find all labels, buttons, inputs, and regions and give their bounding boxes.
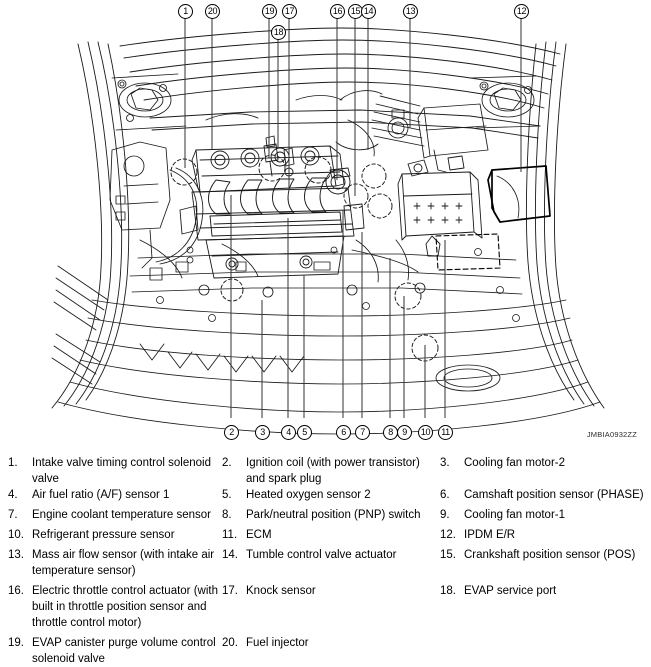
legend-item-4: 4. Air fuel ratio (A/F) sensor 1: [8, 487, 220, 503]
legend-item-6: 6. Camshaft position sensor (PHASE): [440, 487, 651, 503]
ipdm-er-box: [487, 165, 551, 223]
legend-description: Ignition coil (with power transistor) an…: [246, 457, 420, 485]
callout-9[interactable]: 9: [397, 425, 412, 440]
legend-number: 20.: [222, 637, 238, 649]
legend-item-15: 15. Crankshaft position sensor (POS): [440, 547, 651, 563]
legend-description: Electric throttle control actuator (with…: [32, 585, 218, 629]
legend-number: 4.: [8, 489, 18, 501]
legend-number: 11.: [222, 529, 238, 541]
legend-item-7: 7. Engine coolant temperature sensor: [8, 507, 220, 523]
legend-item-17: 17. Knock sensor: [222, 583, 440, 599]
component-legend: 1. Intake valve timing control solenoid …: [0, 455, 651, 667]
legend-number: 9.: [440, 509, 450, 521]
callout-3[interactable]: 3: [255, 425, 270, 440]
legend-description: Heated oxygen sensor 2: [246, 489, 371, 501]
legend-description: Crankshaft position sensor (POS): [464, 549, 636, 561]
callout-16[interactable]: 16: [330, 4, 345, 19]
callout-13[interactable]: 13: [403, 4, 418, 19]
callout-leader-lines: [184, 12, 522, 418]
legend-item-11: 11. ECM: [222, 527, 440, 543]
legend-item-16: 16. Electric throttle control actuator (…: [8, 583, 220, 631]
callout-2[interactable]: 2: [224, 425, 239, 440]
legend-number: 12.: [440, 529, 456, 541]
engine-compartment-diagram: 1 20 19 17 18 16 15 14 13 12 2 3 4 5 6 7…: [51, 4, 605, 440]
legend-number: 1.: [8, 457, 18, 469]
legend-number: 16.: [8, 585, 24, 597]
legend-description: Fuel injector: [246, 637, 309, 649]
callout-20[interactable]: 20: [205, 4, 220, 19]
reservoir-tank: [109, 141, 171, 269]
legend-description: ECM: [246, 529, 272, 541]
legend-number: 19.: [8, 637, 24, 649]
legend-item-12: 12. IPDM E/R: [440, 527, 651, 543]
legend-number: 10.: [8, 529, 24, 541]
legend-item-19: 19. EVAP canister purge volume control s…: [8, 635, 220, 667]
intake-manifold: [208, 177, 343, 237]
callout-12[interactable]: 12: [514, 4, 529, 19]
callout-5[interactable]: 5: [297, 425, 312, 440]
legend-description: Air fuel ratio (A/F) sensor 1: [32, 489, 170, 501]
callout-1[interactable]: 1: [178, 4, 193, 19]
legend-description: Intake valve timing control solenoid val…: [32, 457, 211, 485]
radiator-support: [129, 253, 523, 298]
callout-7[interactable]: 7: [355, 425, 370, 440]
callout-18[interactable]: 18: [271, 25, 286, 40]
legend-description: Cooling fan motor-2: [464, 457, 565, 469]
legend-description: Camshaft position sensor (PHASE): [464, 489, 644, 501]
left-strut-tower: [111, 73, 187, 131]
callout-11[interactable]: 11: [438, 425, 453, 440]
legend-item-18: 18. EVAP service port: [440, 583, 651, 599]
engine-bay-linework: [51, 12, 605, 435]
legend-description: Park/neutral position (PNP) switch: [246, 509, 421, 521]
legend-description: EVAP canister purge volume control solen…: [32, 637, 216, 665]
legend-item-10: 10. Refrigerant pressure sensor: [8, 527, 220, 543]
legend-item-9: 9. Cooling fan motor-1: [440, 507, 651, 523]
legend-number: 6.: [440, 489, 450, 501]
legend-item-14: 14. Tumble control valve actuator: [222, 547, 440, 563]
legend-number: 3.: [440, 457, 450, 469]
front-bumper-grille: [51, 265, 601, 435]
legend-number: 5.: [222, 489, 232, 501]
legend-number: 15.: [440, 549, 456, 561]
legend-number: 2.: [222, 457, 232, 469]
legend-description: IPDM E/R: [464, 529, 516, 541]
legend-item-3: 3. Cooling fan motor-2: [440, 455, 651, 471]
drawing-id-code: JMBIA0932ZZ: [586, 430, 637, 439]
legend-description: EVAP service port: [464, 585, 557, 597]
legend-number: 17.: [222, 585, 238, 597]
callout-4[interactable]: 4: [281, 425, 296, 440]
throttle-body: [325, 167, 351, 195]
hoses-and-harness: [139, 95, 419, 283]
callout-10[interactable]: 10: [418, 425, 433, 440]
callout-6[interactable]: 6: [336, 425, 351, 440]
legend-item-2: 2. Ignition coil (with power transistor)…: [222, 455, 440, 487]
legend-description: Refrigerant pressure sensor: [32, 529, 175, 541]
ecm-dashed-outline: [435, 233, 501, 271]
hidden-component-markers: [170, 154, 439, 362]
callout-8[interactable]: 8: [383, 425, 398, 440]
legend-description: Mass air flow sensor (with intake air te…: [32, 549, 215, 577]
legend-item-20: 20. Fuel injector: [222, 635, 440, 651]
legend-item-8: 8. Park/neutral position (PNP) switch: [222, 507, 440, 523]
callout-14[interactable]: 14: [361, 4, 376, 19]
air-cleaner-assembly: [335, 90, 489, 173]
legend-item-5: 5. Heated oxygen sensor 2: [222, 487, 440, 503]
callout-19[interactable]: 19: [262, 4, 277, 19]
legend-description: Engine coolant temperature sensor: [32, 509, 211, 521]
legend-item-13: 13. Mass air flow sensor (with intake ai…: [8, 547, 220, 579]
callout-17[interactable]: 17: [282, 4, 297, 19]
fasteners: [156, 246, 520, 322]
legend-number: 14.: [222, 549, 238, 561]
right-strut-tower: [469, 75, 541, 129]
vehicle-body-outline: [51, 27, 605, 409]
legend-description: Tumble control valve actuator: [246, 549, 397, 561]
legend-number: 8.: [222, 509, 232, 521]
legend-number: 13.: [8, 549, 24, 561]
legend-number: 7.: [8, 509, 18, 521]
legend-description: Knock sensor: [246, 585, 316, 597]
legend-number: 18.: [440, 585, 456, 597]
legend-description: Cooling fan motor-1: [464, 509, 565, 521]
legend-item-1: 1. Intake valve timing control solenoid …: [8, 455, 220, 487]
